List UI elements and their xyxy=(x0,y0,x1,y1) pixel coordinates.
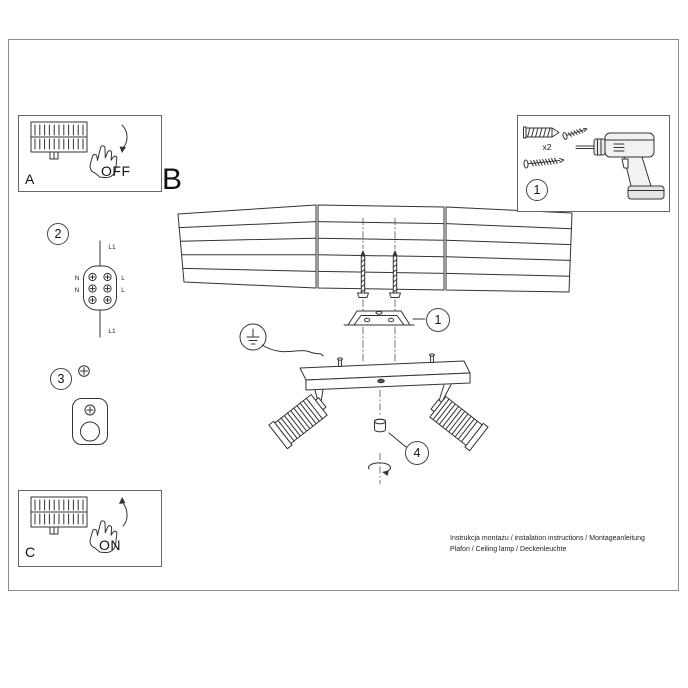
wire-label-l1-bottom: L1 xyxy=(108,328,116,335)
hand-icon xyxy=(89,520,118,554)
terminal-label-l1: L xyxy=(121,275,125,282)
panel-a-power-off: OFF A xyxy=(18,115,162,192)
terminal-label-n2: N xyxy=(75,287,80,294)
mounting-bracket-icon xyxy=(343,310,426,326)
step-3-badge: 3 xyxy=(50,368,72,390)
lamp-base-icon xyxy=(299,326,471,391)
terminal-block-diagram: L1 L1 N L N L xyxy=(75,240,125,338)
spotlight-right-icon xyxy=(429,384,489,452)
off-label: OFF xyxy=(101,163,131,179)
bracket-callout-badge: 1 xyxy=(426,308,450,332)
step-4-number: 4 xyxy=(413,446,421,460)
panel-a-letter: A xyxy=(25,171,35,187)
tools-step-badge: 1 xyxy=(526,179,548,201)
ground-symbol-icon xyxy=(239,323,267,351)
screw-icon xyxy=(562,127,588,140)
quantity-label: x2 xyxy=(543,142,552,152)
panel-tools-art: x2 xyxy=(523,126,665,200)
terminal-label-n1: N xyxy=(75,275,80,282)
power-cable-icon xyxy=(261,344,324,357)
footer-text: Instrukcja montażu / instalation instruc… xyxy=(450,533,645,555)
step-4-badge: 4 xyxy=(405,441,429,465)
long-screw-icon xyxy=(523,157,565,169)
arrow-down-icon xyxy=(119,124,128,153)
panel-c-power-on: ON C xyxy=(18,490,162,567)
footer-line-1: Instrukcja montażu / instalation instruc… xyxy=(450,535,645,542)
tools-step-number: 1 xyxy=(533,183,541,197)
wire-label-l1-top: L1 xyxy=(108,244,116,251)
ceiling-panels-icon xyxy=(177,204,573,293)
spotlight-left-icon xyxy=(268,388,328,450)
breaker-panel-icon xyxy=(30,496,88,535)
step-2-badge: 2 xyxy=(47,223,69,245)
on-label: ON xyxy=(99,537,121,553)
panel-a-art xyxy=(30,121,128,179)
rotation-arrow-icon xyxy=(368,453,392,484)
footer-line-2: Plafon / Ceiling lamp / Deckenleuchte xyxy=(450,546,567,553)
mounting-screws-icon xyxy=(357,217,401,312)
page-border xyxy=(8,39,679,591)
step-3-number: 3 xyxy=(57,372,65,386)
drill-icon xyxy=(575,132,665,200)
breaker-panel-icon xyxy=(30,121,88,160)
hand-icon xyxy=(89,145,118,179)
terminal-label-l2: L xyxy=(121,287,125,294)
bracket-callout-number: 1 xyxy=(434,313,442,327)
ceiling-rose-diagram xyxy=(72,365,108,445)
wall-plug-icon xyxy=(523,126,560,139)
step-2-number: 2 xyxy=(54,227,62,241)
screw-cap-icon xyxy=(374,390,407,448)
panel-c-art xyxy=(30,496,128,554)
panel-c-letter: C xyxy=(25,544,36,560)
section-b-letter: B xyxy=(162,163,183,196)
arrow-up-icon xyxy=(119,497,128,527)
